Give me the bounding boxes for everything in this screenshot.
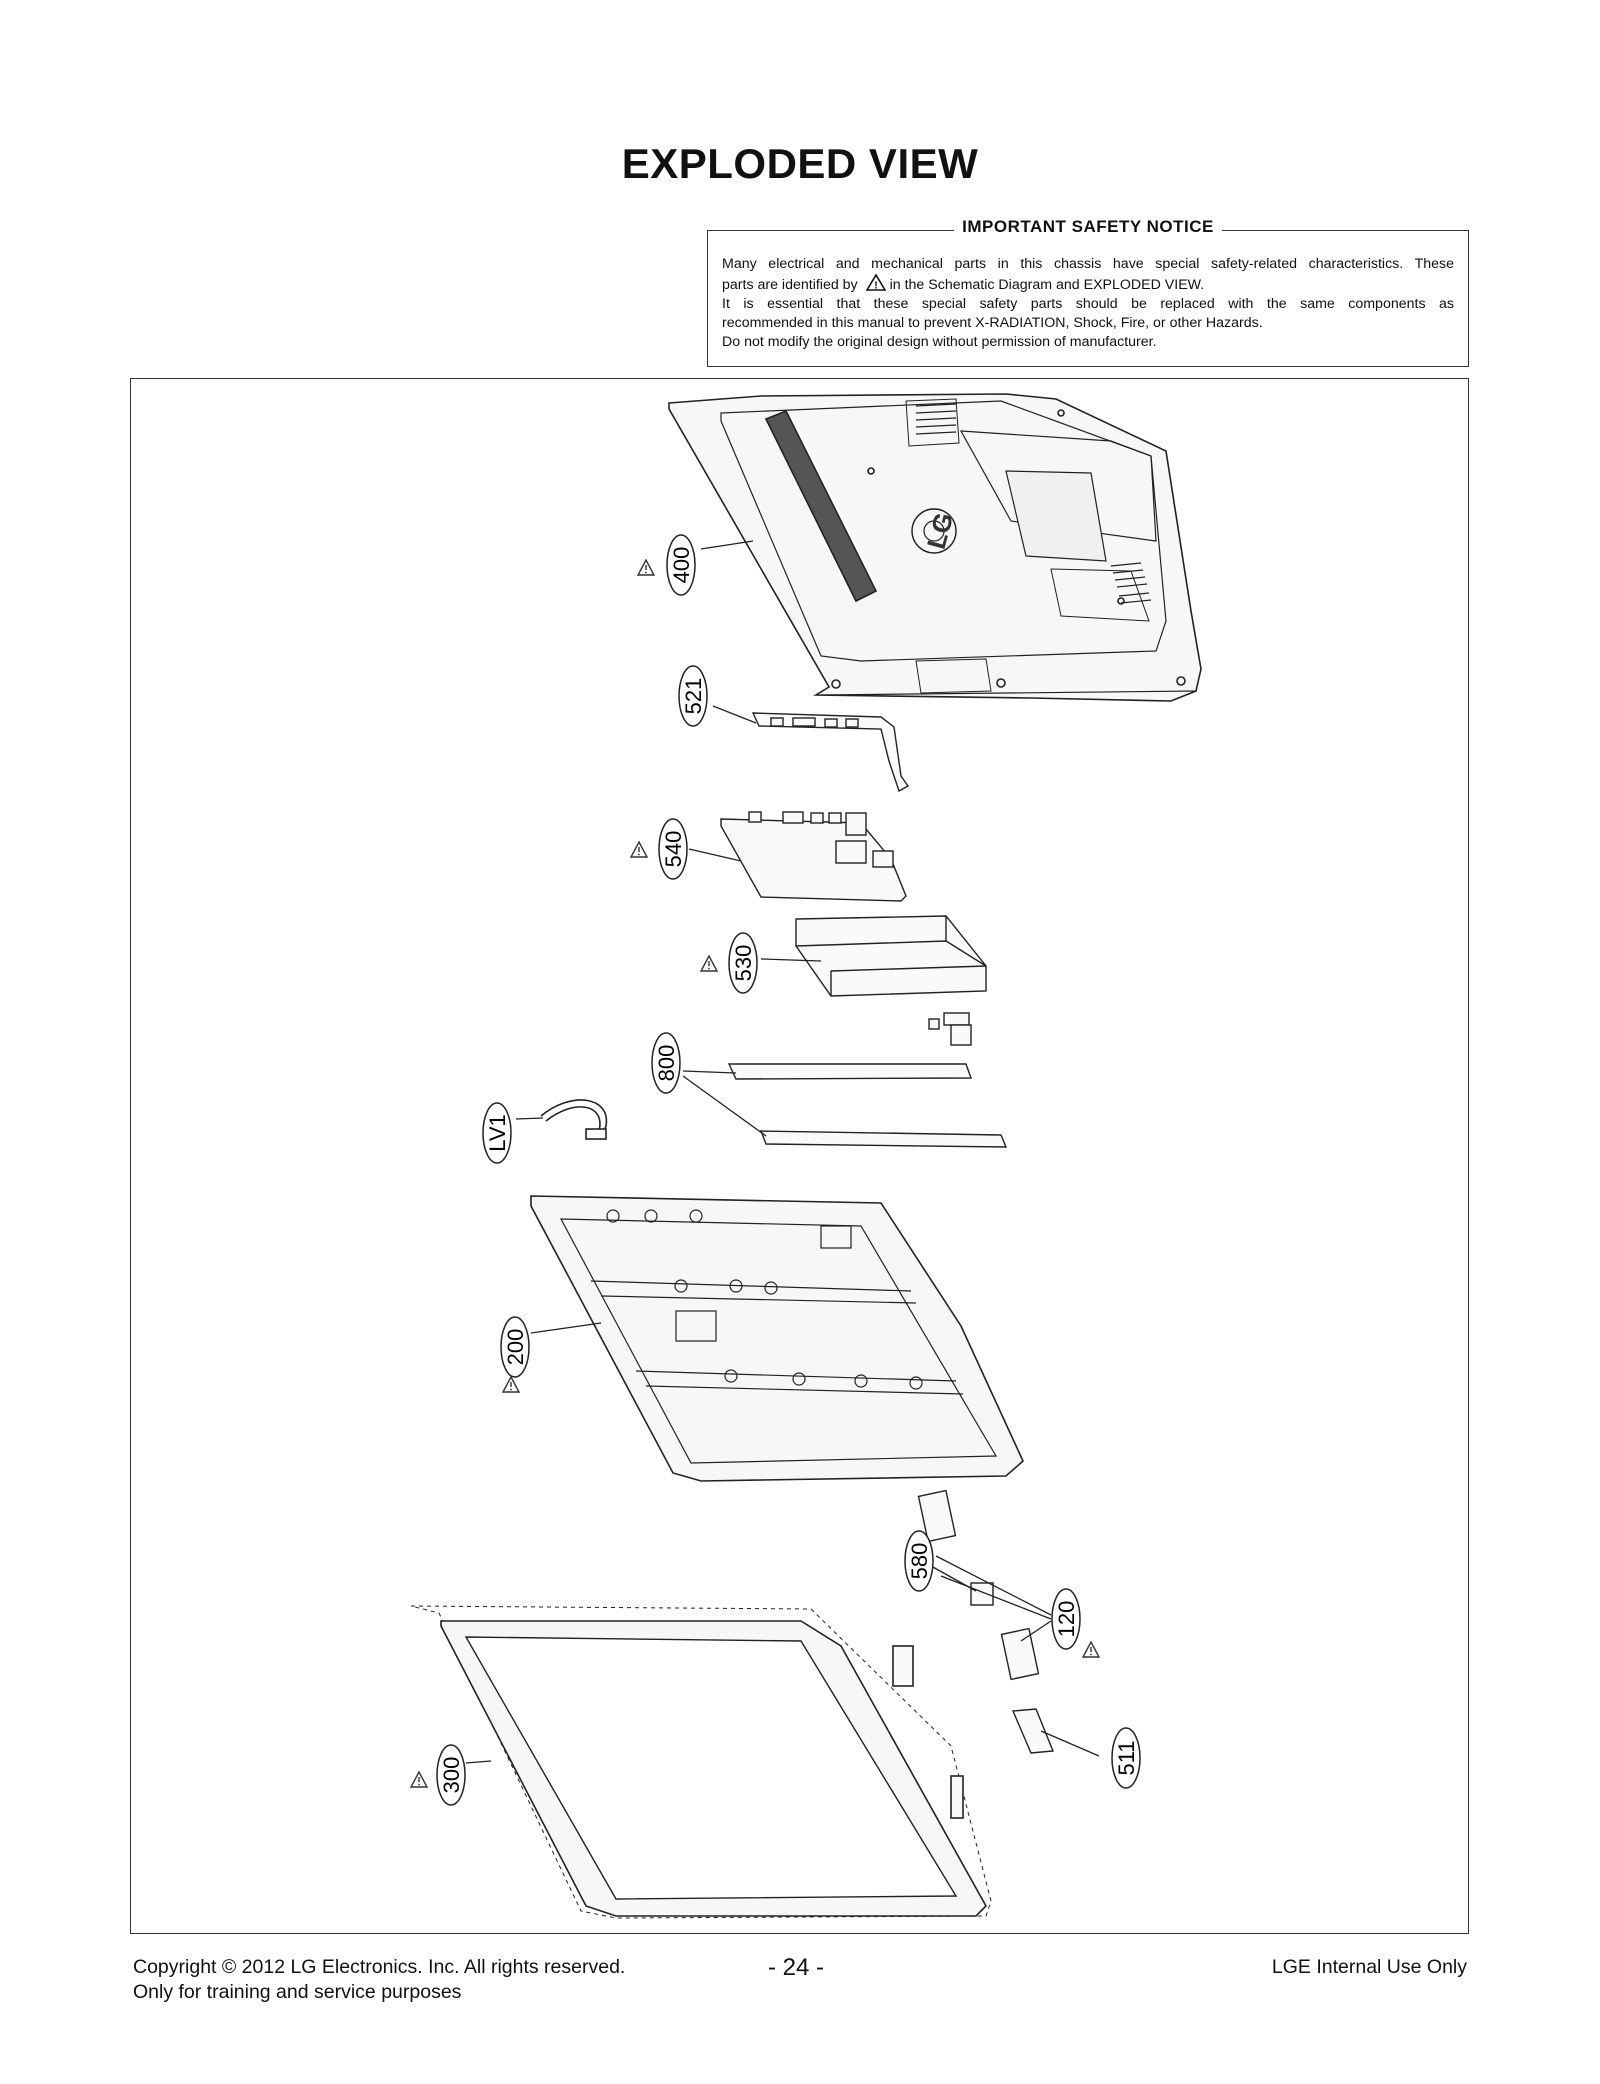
notice-line-1: Many electrical and mechanical parts in …	[722, 256, 1454, 272]
warning-triangle-icon	[1082, 1641, 1100, 1658]
power-module-part	[795, 915, 987, 997]
callout-120: 120	[1051, 1588, 1100, 1658]
callout-400: 400	[637, 534, 696, 596]
callout-800: 800	[651, 1032, 681, 1094]
svg-text:!: !	[874, 281, 877, 292]
svg-text:200: 200	[503, 1329, 528, 1366]
small-bracket-part	[928, 1012, 972, 1046]
support-rails-part	[727, 1063, 1008, 1148]
terminal-bracket-part	[751, 712, 910, 793]
callout-540: 540	[630, 818, 688, 880]
leader-lines	[465, 540, 1100, 1764]
svg-text:300: 300	[439, 1757, 464, 1794]
lvds-cable-part	[540, 1099, 608, 1140]
callout-511: 511	[1111, 1727, 1141, 1789]
warning-triangle-icon	[637, 559, 655, 576]
main-board-part	[720, 811, 907, 902]
svg-text:800: 800	[654, 1045, 679, 1082]
warning-triangle-icon	[502, 1376, 520, 1393]
notice-line-2: parts are identified by ! in the Schemat…	[722, 273, 1454, 295]
copyright-text: Copyright © 2012 LG Electronics. Inc. Al…	[133, 1956, 626, 1978]
warning-triangle-icon	[410, 1771, 428, 1788]
svg-text:521: 521	[681, 678, 706, 715]
callout-lv1: LV1	[482, 1102, 512, 1164]
callout-580: 580	[904, 1530, 934, 1592]
notice-line-5: Do not modify the original design withou…	[722, 334, 1157, 350]
exploded-view-diagram: LG	[130, 378, 1469, 1934]
page-title: EXPLODED VIEW	[621, 140, 979, 187]
svg-text:530: 530	[731, 945, 756, 982]
svg-text:540: 540	[661, 831, 686, 868]
back-cover-part: LG	[668, 393, 1202, 702]
callout-521: 521	[678, 665, 708, 727]
footer-left: Copyright © 2012 LG Electronics. Inc. Al…	[133, 1955, 625, 2005]
warning-triangle-icon	[700, 955, 718, 972]
key-board-part	[1011, 1708, 1055, 1754]
warning-triangle-icon: !	[865, 273, 887, 292]
warning-triangle-icon	[630, 841, 648, 858]
svg-text:511: 511	[1114, 1740, 1139, 1775]
safety-notice-body: Many electrical and mechanical parts in …	[722, 255, 1454, 352]
internal-use-text: LGE Internal Use Only	[1271, 1956, 1467, 1978]
chassis-frame-part	[530, 1195, 1024, 1482]
safety-notice-heading: IMPORTANT SAFETY NOTICE	[954, 217, 1222, 236]
notice-line-3: It is essential that these special safet…	[722, 296, 1454, 312]
front-bezel-part	[410, 1605, 992, 1919]
callout-300: 300	[410, 1744, 466, 1806]
speaker-part	[917, 1489, 1040, 1681]
svg-text:400: 400	[669, 547, 694, 584]
safety-notice-box: IMPORTANT SAFETY NOTICE Many electrical …	[707, 217, 1469, 367]
callout-530: 530	[700, 932, 758, 994]
exploded-diagram-svg: LG	[410, 393, 1202, 1919]
page-number: - 24 -	[768, 1954, 825, 1981]
notice-line-4: recommended in this manual to prevent X-…	[722, 315, 1263, 331]
purpose-text: Only for training and service purposes	[133, 1981, 462, 2003]
svg-text:580: 580	[907, 1543, 932, 1580]
svg-text:LV1: LV1	[485, 1114, 510, 1152]
callout-200: 200	[500, 1316, 530, 1393]
svg-text:120: 120	[1054, 1601, 1079, 1638]
